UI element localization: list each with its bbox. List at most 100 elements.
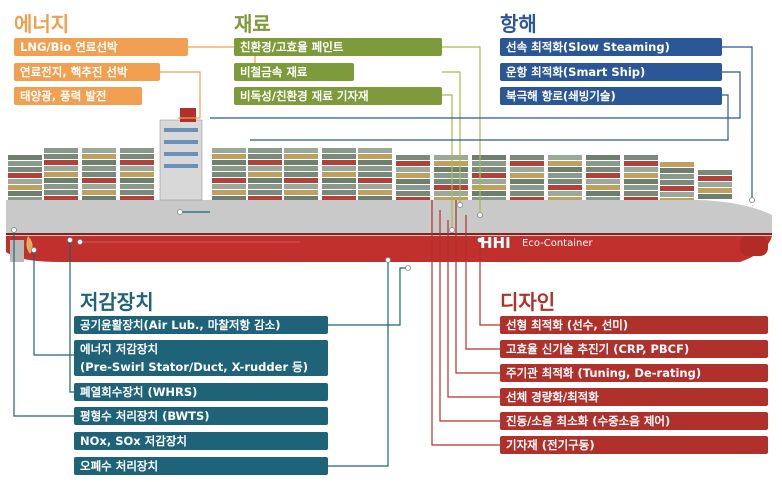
container-block [396,191,430,196]
container-block [586,167,620,172]
operation-item-2: 운항 최적화(Smart Ship) [500,63,722,81]
container-block [624,161,658,166]
container-block [434,185,468,190]
container-block [322,196,356,201]
container-block [284,160,318,165]
container-block [472,173,506,178]
operation-title: 항해 [500,12,537,36]
container-block [434,179,468,184]
container-block [44,178,78,183]
container-block [8,161,42,166]
ship-brand: HHI [480,234,511,252]
container-block [396,161,430,166]
container-block [212,172,246,177]
container-block [82,148,116,153]
ship-model: Eco-Container [522,238,593,249]
container-block [322,184,356,189]
container-block [44,148,78,153]
container-block [472,179,506,184]
connector-lines [13,46,753,467]
container-block [548,173,582,178]
container-block [284,196,318,201]
container-block [284,154,318,159]
container-block [120,166,154,171]
container-block [698,194,732,199]
container-block [82,190,116,195]
container-block [322,172,356,177]
container-block [44,160,78,165]
container-block [586,179,620,184]
container-block [358,184,392,189]
container-block [660,162,694,167]
container-block [472,167,506,172]
container-block [212,148,246,153]
design-item-1: 선형 최적화 (선수, 선미) [500,316,768,334]
container-block [120,184,154,189]
container-block [624,155,658,160]
reduction-item-2-line2: (Pre-Swirl Stator/Duct, X-rudder 등) [80,360,308,374]
container-block [248,154,282,159]
container-block [586,191,620,196]
container-block [44,172,78,177]
container-block [212,160,246,165]
reduction-item-3: 폐열회수장치 (WHRS) [74,383,328,401]
ship-bulb [740,236,768,256]
container-block [586,173,620,178]
container-block [510,161,544,166]
container-block [44,154,78,159]
container-block [434,155,468,160]
container-block [548,191,582,196]
container-block [434,173,468,178]
design-title: 디자인 [500,290,556,314]
container-block [698,188,732,193]
container-stacks [8,148,732,203]
container-block [120,154,154,159]
container-block [82,166,116,171]
design-item-4: 선체 경량화/최적화 [500,388,768,406]
container-block [82,160,116,165]
ship-rudder [10,240,24,262]
container-block [322,154,356,159]
container-block [548,155,582,160]
container-block [212,196,246,201]
container-block [212,190,246,195]
container-block [248,184,282,189]
container-block [248,160,282,165]
container-block [284,172,318,177]
reduction-item-6: 오폐수 처리장치 [74,457,328,475]
container-block [248,178,282,183]
container-block [8,179,42,184]
container-block [82,154,116,159]
reduction-item-2: 에너지 저감장치 (Pre-Swirl Stator/Duct, X-rudde… [74,340,328,376]
container-block [8,155,42,160]
container-block [548,185,582,190]
operation-item-1: 선속 최적화(Slow Steaming) [500,38,722,56]
container-block [44,196,78,201]
container-block [586,185,620,190]
container-block [284,148,318,153]
container-block [212,184,246,189]
container-block [284,178,318,183]
container-block [472,191,506,196]
container-block [358,196,392,201]
container-block [322,166,356,171]
container-block [434,161,468,166]
container-block [548,197,582,202]
container-block [434,167,468,172]
container-block [212,166,246,171]
container-block [434,197,468,202]
container-block [120,148,154,153]
container-block [248,172,282,177]
container-block [82,196,116,201]
container-block [284,166,318,171]
container-block [510,191,544,196]
ship-funnel [180,108,196,122]
container-block [548,167,582,172]
container-block [472,197,506,202]
container-block [510,197,544,202]
container-block [586,155,620,160]
container-block [120,190,154,195]
container-block [120,196,154,201]
container-block [624,167,658,172]
